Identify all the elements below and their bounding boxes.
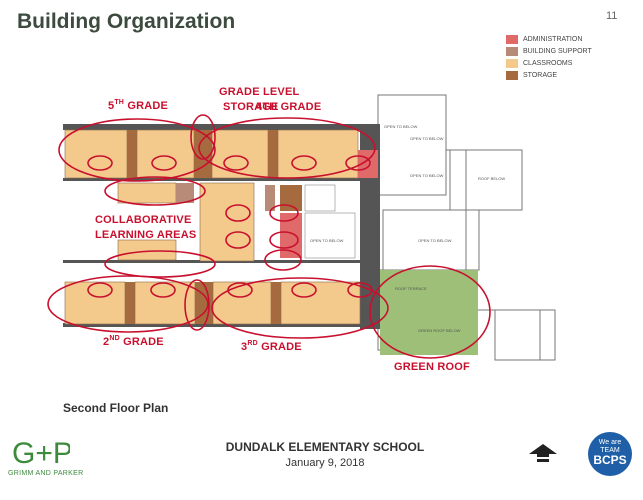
legend-item-classrooms: CLASSROOMS: [506, 57, 572, 69]
legend-item-storage: STORAGE: [506, 69, 557, 81]
plan-caption: Second Floor Plan: [63, 401, 169, 415]
north-arrow-icon: [529, 444, 557, 462]
legend-label: STORAGE: [523, 71, 558, 79]
green-roof-area: [380, 270, 478, 355]
note-roof-below: ROOF BELOW: [478, 176, 505, 181]
note-green-roof-below: GREEN ROOF BELOW: [418, 328, 461, 333]
legend-item-administration: ADMINISTRATION: [506, 33, 582, 45]
bcps-top: We are: [598, 439, 622, 446]
page-title: Building Organization: [17, 10, 236, 33]
note-open-to-below-2: OPEN TO BELOW: [410, 136, 444, 141]
presentation-date: January 9, 2018: [285, 457, 365, 469]
legend-item-building-support: BUILDING SUPPORT: [506, 45, 592, 57]
note-roof-terrace: ROOF TERRACE: [395, 286, 427, 291]
page-number: 11: [606, 10, 618, 22]
label-5th-grade: 5TH GRADE: [108, 99, 169, 112]
legend-swatch: [506, 34, 518, 44]
school-name: DUNDALK ELEMENTARY SCHOOL: [225, 440, 425, 454]
bcps-badge: We are TEAM BCPS: [588, 432, 632, 476]
label-storage: STORAGE: [223, 101, 279, 113]
plan-notes: OPEN TO BELOW OPEN TO BELOW OPEN TO BELO…: [310, 124, 505, 333]
note-open-to-below-5: OPEN TO BELOW: [418, 238, 452, 243]
top-wing: [64, 129, 378, 179]
gp-logo-mark: G+P: [12, 437, 73, 470]
bcps-mid: TEAM: [600, 446, 620, 454]
note-open-to-below-4: OPEN TO BELOW: [310, 238, 344, 243]
middle-core: [117, 182, 356, 262]
legend-swatch: [506, 70, 518, 80]
bcps-bottom: BCPS: [593, 453, 627, 468]
label-3rd-grade: 3RD GRADE: [241, 340, 302, 353]
gp-logo-text: G+P: [12, 437, 70, 469]
label-learning-areas: LEARNING AREAS: [95, 229, 197, 241]
gp-logo: G+P: [10, 433, 73, 474]
label-collaborative: COLLABORATIVE: [95, 214, 192, 226]
legend-label: ADMINISTRATION: [523, 35, 583, 43]
note-open-to-below-1: OPEN TO BELOW: [384, 124, 418, 129]
legend-swatch: [506, 58, 518, 68]
gp-logo-caption: GRIMM AND PARKER: [8, 470, 84, 477]
bottom-wing: [64, 281, 361, 325]
legend-label: BUILDING SUPPORT: [523, 47, 592, 55]
label-4th-grade: 4TH GRADE: [256, 101, 322, 113]
note-open-to-below-3: OPEN TO BELOW: [410, 173, 444, 178]
label-grade-level: GRADE LEVEL: [219, 86, 300, 98]
annotation-ellipses: [47, 114, 491, 359]
legend-label: CLASSROOMS: [523, 59, 573, 67]
legend-swatch: [506, 46, 518, 56]
label-2nd-grade: 2ND GRADE: [103, 335, 164, 348]
label-green-roof: GREEN ROOF: [394, 361, 470, 373]
